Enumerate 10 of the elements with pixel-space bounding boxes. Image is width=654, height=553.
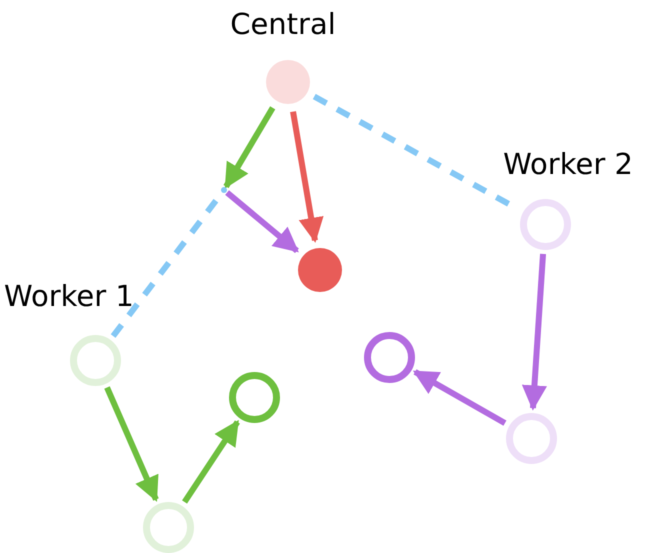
node-label: Central (230, 10, 336, 39)
node-label: Worker 2 (503, 150, 633, 179)
node-label: Worker 1 (4, 282, 134, 311)
arrow (182, 420, 240, 504)
arrow (522, 254, 547, 411)
arrow (412, 369, 506, 426)
arrow (104, 386, 159, 502)
arrow (290, 111, 324, 243)
arrow (225, 190, 299, 254)
arrow (223, 106, 276, 189)
